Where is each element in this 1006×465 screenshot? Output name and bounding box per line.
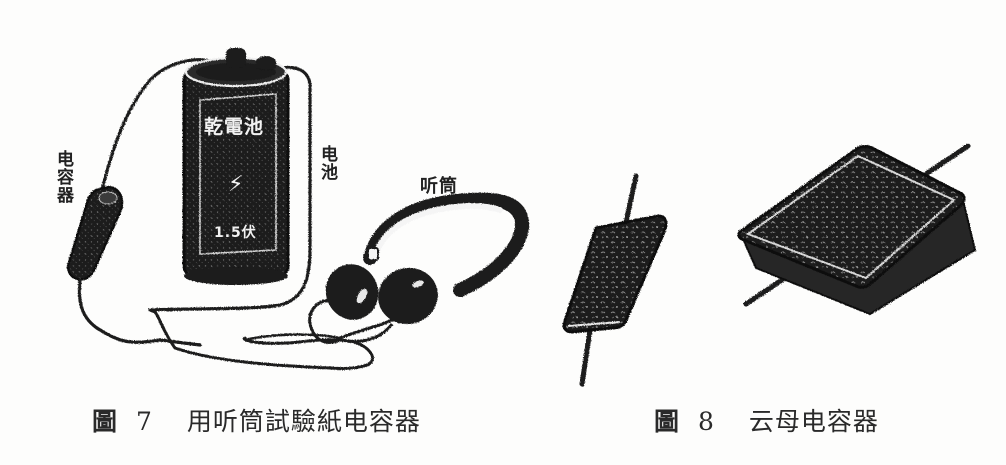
earphone-icon: [325, 192, 530, 343]
battery-label: 电池: [317, 145, 337, 181]
figure-8-title: 云母电容器: [748, 407, 879, 436]
battery-marking-bolt: ⚡: [228, 172, 245, 197]
small-mica-capacitor-icon: [562, 173, 668, 387]
wire-capacitor-to-battery: [100, 58, 217, 192]
capacitor-label: 电容器: [53, 150, 73, 204]
wire-battery-lead: [148, 65, 312, 312]
wire-bottom-loop: [148, 308, 374, 370]
large-mica-capacitor-icon: [737, 143, 977, 316]
figure-8-word: 圖: [654, 407, 681, 436]
earphone-label: 听筒: [420, 176, 458, 197]
battery-marking-brand: 乾電池: [204, 116, 265, 138]
figure-8-number: 8: [698, 407, 715, 436]
battery-icon: [182, 48, 290, 285]
figure-7-title: 用听筒試驗紙电容器: [186, 407, 421, 436]
figure-7-word: 圖: [92, 407, 119, 436]
wire-to-earphone: [308, 298, 394, 344]
figure-8-drawing: [562, 143, 977, 387]
figure-7-drawing: [66, 48, 530, 370]
battery-marking-voltage: 1.5伏: [214, 225, 257, 241]
paper-capacitor-icon: [66, 186, 202, 347]
figure-7-number: 7: [136, 407, 153, 436]
